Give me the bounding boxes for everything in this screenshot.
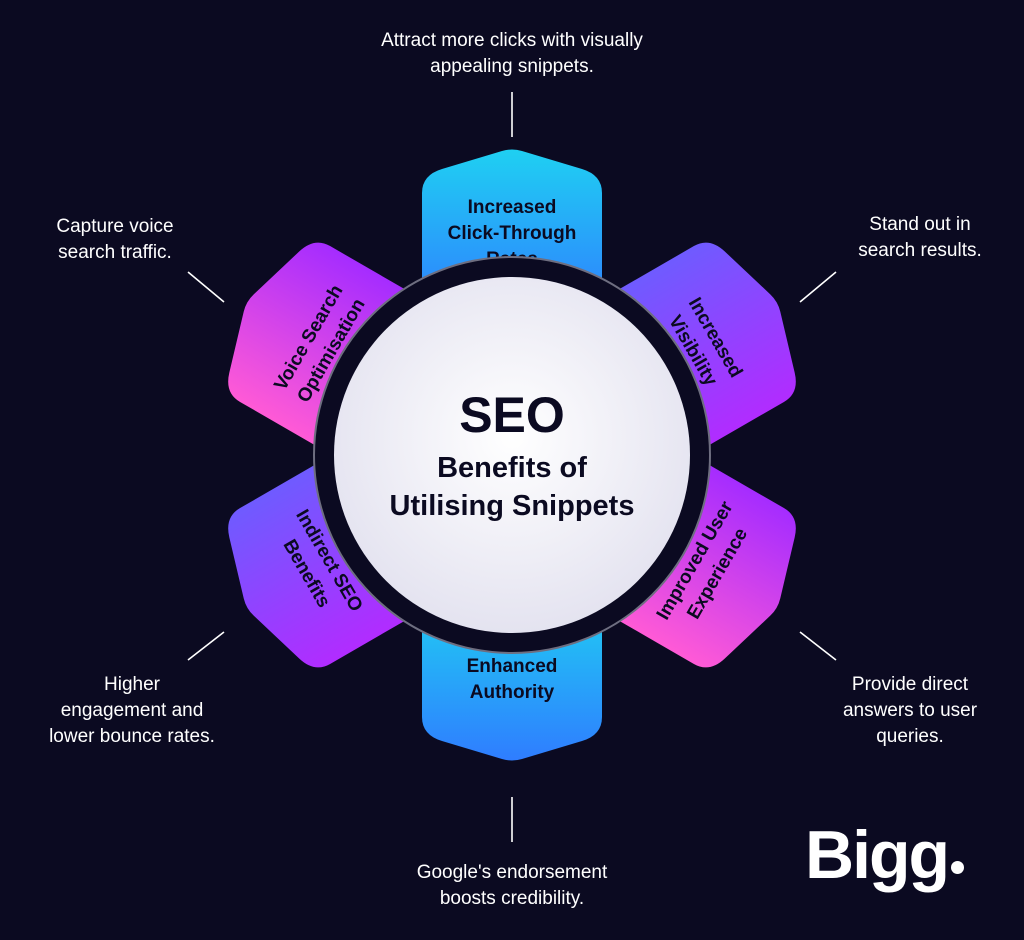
center-disc [334, 277, 690, 633]
petal-label-line: Authority [470, 682, 555, 703]
center-hub: SEO Benefits of Utilising Snippets [313, 256, 711, 654]
connector-lines [187, 92, 837, 842]
center-subtitle-line2: Utilising Snippets [390, 490, 635, 522]
caption-bottom: Google's endorsement boosts credibility. [416, 862, 608, 909]
petal-shape-lower-right [588, 447, 796, 668]
petal-lower-left [228, 447, 436, 668]
caption-lower-left: Higher engagement and lower bounce rates… [49, 674, 215, 747]
caption-upper-left: Capture voice search traffic. [56, 216, 174, 263]
petal-label-line: Enhanced [467, 656, 558, 677]
connector-line-upper-left [187, 271, 225, 303]
caption-lower-right: Provide direct answers to user queries. [842, 674, 978, 747]
caption-upper-right: Stand out in search results. [858, 214, 982, 261]
petal-upper-left [228, 242, 436, 463]
connector-line-upper-right [799, 271, 837, 303]
center-title: SEO [459, 387, 565, 443]
logo-dot [951, 861, 965, 874]
petal-shape-upper-right [588, 242, 796, 463]
petal-shape-lower-left [228, 447, 436, 668]
connector-line-lower-left [187, 631, 225, 661]
logo-text: Bigg [805, 817, 950, 893]
petal-label-line: Click-Through [448, 223, 577, 244]
petal-label-line: Increased [468, 197, 557, 218]
petal-lower-right [588, 447, 796, 668]
bigg-logo: Bigg [805, 815, 965, 895]
connector-line-lower-right [799, 631, 837, 661]
caption-top: Attract more clicks with visually appeal… [381, 30, 643, 77]
petal-shape-upper-left [228, 242, 436, 463]
center-subtitle-line1: Benefits of [437, 452, 587, 484]
petal-upper-right [588, 242, 796, 463]
